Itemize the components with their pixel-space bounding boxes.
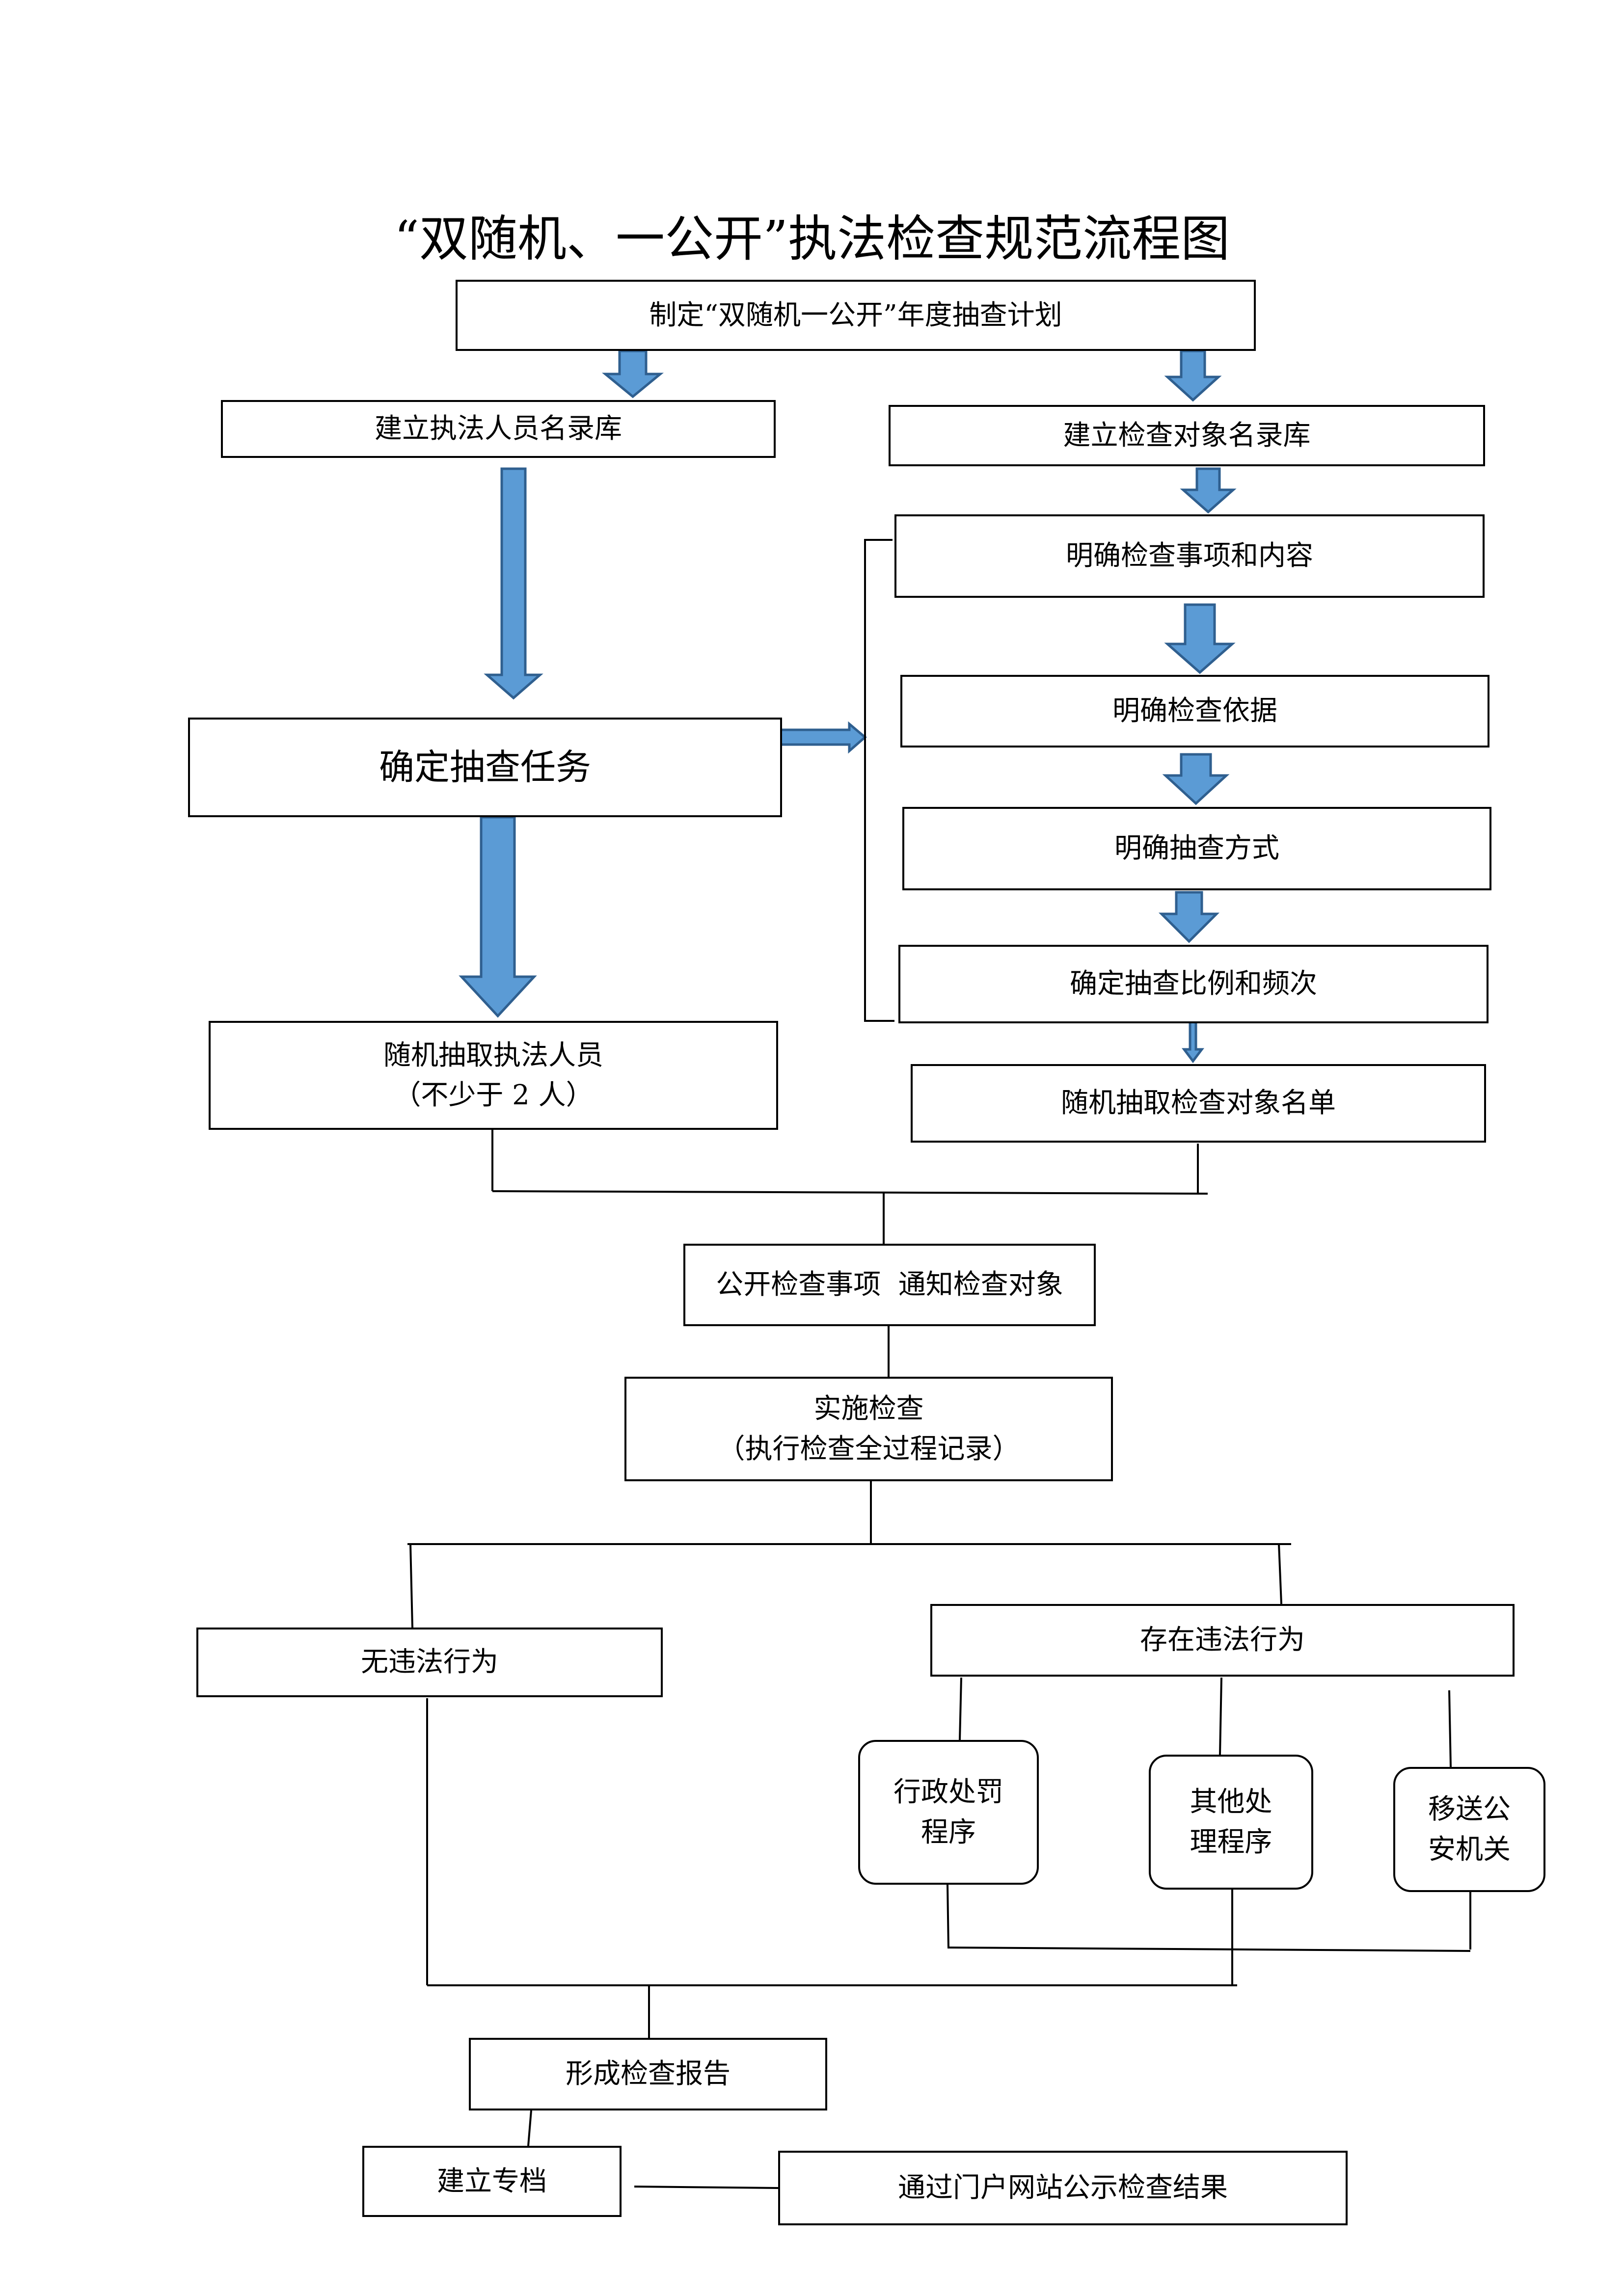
node-pick-enforcers-note: （不少于 2 人）: [393, 1079, 594, 1111]
arrow-task-to-pick-enforcers: [459, 816, 537, 1018]
arrow-plan-to-target-db: [1164, 349, 1222, 402]
node-violation-found-label: 存在违法行为: [1140, 1624, 1305, 1656]
node-disclose-results-label: 通过门户网站公示检查结果: [898, 2172, 1228, 2204]
node-other-procedure-line2: 理程序: [1190, 1826, 1272, 1858]
node-inspection-method: 明确抽查方式: [902, 807, 1491, 890]
node-administrative-penalty: 行政处罚 程序: [858, 1740, 1039, 1885]
node-pick-enforcers: 随机抽取执法人员 （不少于 2 人）: [209, 1021, 778, 1130]
node-target-database-label: 建立检查对象名录库: [1063, 419, 1311, 452]
node-transfer-police-line1: 移送公: [1428, 1793, 1511, 1826]
arrow-basis-to-method: [1162, 753, 1230, 805]
node-conduct-inspection: 实施检查 （执行检查全过程记录）: [624, 1377, 1113, 1481]
node-publish-notify-label: 公开检查事项 通知检查对象: [716, 1269, 1063, 1301]
node-inspection-items-label: 明确检查事项和内容: [1066, 540, 1313, 572]
node-inspection-items: 明确检查事项和内容: [894, 514, 1485, 598]
line-violation-to-penalty: [959, 1677, 962, 1740]
node-administrative-penalty-line2: 程序: [921, 1816, 976, 1848]
node-no-violation-label: 无违法行为: [361, 1646, 498, 1679]
node-enforcer-database-label: 建立执法人员名录库: [375, 413, 622, 445]
line-merge-horizontal: [492, 1190, 1208, 1195]
node-determine-task: 确定抽查任务: [188, 718, 782, 817]
node-special-archive: 建立专档: [362, 2146, 622, 2217]
node-pick-targets: 随机抽取检查对象名单: [911, 1064, 1486, 1143]
node-inspection-basis: 明确检查依据: [900, 675, 1489, 748]
node-no-violation: 无违法行为: [196, 1628, 663, 1697]
arrow-task-to-bracket: [779, 721, 867, 754]
line-archive-to-disclose: [634, 2186, 779, 2189]
node-annual-plan: 制定“双随机一公开”年度抽查计划: [456, 280, 1256, 351]
node-determine-task-label: 确定抽查任务: [379, 747, 591, 788]
arrow-method-to-ratio: [1158, 891, 1220, 943]
node-other-procedure-line1: 其他处: [1190, 1786, 1272, 1818]
node-enforcer-database: 建立执法人员名录库: [221, 400, 776, 458]
node-ratio-frequency: 确定抽查比例和频次: [898, 945, 1489, 1023]
node-pick-enforcers-label: 随机抽取执法人员: [383, 1039, 603, 1071]
node-special-archive-label: 建立专档: [437, 2165, 547, 2197]
line-violation-to-police: [1448, 1690, 1452, 1767]
node-publish-notify: 公开检查事项 通知检查对象: [683, 1244, 1096, 1326]
node-target-database: 建立检查对象名录库: [889, 405, 1485, 466]
line-split-to-no-violation: [409, 1544, 413, 1628]
page-title: “双随机、一公开”执法检查规范流程图: [394, 210, 1230, 267]
node-inspection-basis-label: 明确检查依据: [1112, 695, 1277, 727]
arrow-target-db-to-items: [1180, 467, 1237, 514]
node-conduct-inspection-note: （执行检查全过程记录）: [717, 1433, 1020, 1465]
node-ratio-frequency-label: 确定抽查比例和频次: [1070, 968, 1317, 1000]
arrow-enforcer-db-to-task: [484, 467, 543, 700]
line-violation-to-other: [1219, 1677, 1222, 1755]
line-split-to-violation: [1278, 1544, 1282, 1604]
arrow-plan-to-enforcer-db: [602, 349, 664, 399]
node-administrative-penalty-line1: 行政处罚: [893, 1776, 1003, 1809]
line-report-to-archive: [527, 2110, 532, 2146]
node-transfer-police-line2: 安机关: [1428, 1833, 1511, 1866]
node-disclose-results: 通过门户网站公示检查结果: [778, 2151, 1348, 2225]
node-other-procedure: 其他处 理程序: [1149, 1755, 1313, 1890]
node-violation-found: 存在违法行为: [930, 1604, 1515, 1677]
node-conduct-inspection-label: 实施检查: [813, 1393, 924, 1425]
line-outcomes-merge: [948, 1947, 1471, 1952]
line-penalty-down: [947, 1884, 949, 1949]
node-inspection-method-label: 明确抽查方式: [1114, 832, 1279, 865]
node-annual-plan-label: 制定“双随机一公开”年度抽查计划: [649, 299, 1062, 331]
node-pick-targets-label: 随机抽取检查对象名单: [1061, 1087, 1336, 1120]
bracket-detail-steps: [864, 539, 894, 1022]
arrow-ratio-to-pick-targets: [1182, 1020, 1204, 1064]
node-transfer-police: 移送公 安机关: [1393, 1767, 1545, 1892]
node-inspection-report-label: 形成检查报告: [566, 2058, 731, 2090]
node-inspection-report: 形成检查报告: [469, 2038, 827, 2110]
arrow-items-to-basis: [1164, 603, 1236, 674]
